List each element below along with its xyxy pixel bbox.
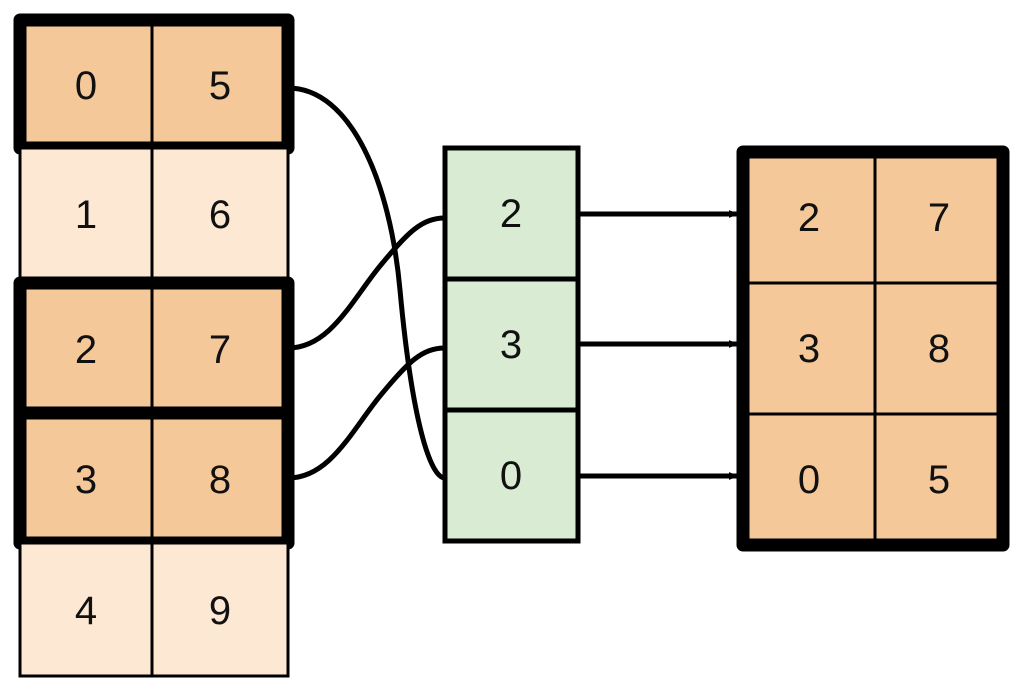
result-cell-0-1-label: 7	[928, 196, 950, 240]
result-cell-1-0-label: 3	[798, 327, 820, 371]
source-cell-1-1-label: 6	[209, 193, 231, 237]
index-cell-1[interactable]	[442, 276, 581, 413]
source-cell-3-0-label: 3	[75, 458, 97, 502]
source-cell-3-1[interactable]	[150, 411, 290, 545]
source-cell-0-0-label: 0	[75, 64, 97, 108]
source-row-4[interactable]: 4 9	[18, 541, 290, 678]
link-source-row-0-to-index-2	[285, 85, 448, 481]
result-table-border	[736, 145, 1010, 552]
source-row-0[interactable]: 0 5	[13, 13, 295, 155]
source-cell-4-1[interactable]	[150, 541, 290, 678]
source-row-3[interactable]: 3 8	[13, 406, 295, 550]
index-cell-0-label: 2	[500, 192, 522, 236]
result-table: 2 7 3 8 0 5	[736, 145, 1010, 552]
result-cell-2-0[interactable]	[741, 412, 877, 547]
index-column: 2 3 0	[442, 145, 581, 544]
link-source-row-2-to-index-0	[285, 215, 448, 351]
source-row-2[interactable]: 2 7	[13, 276, 295, 420]
source-cell-4-1-label: 9	[209, 589, 231, 633]
result-cell-2-1-label: 5	[928, 458, 950, 502]
index-cell-1-label: 3	[500, 323, 522, 367]
source-row-1[interactable]: 1 6	[18, 146, 290, 280]
source-cell-0-1-label: 5	[209, 64, 231, 108]
result-cell-2-0-label: 0	[798, 458, 820, 502]
source-cell-4-0[interactable]	[18, 541, 154, 678]
source-cell-3-1-label: 8	[209, 458, 231, 502]
source-cell-1-0-label: 1	[75, 193, 97, 237]
link-source-row-3-to-index-1	[285, 345, 448, 481]
result-cell-1-1-label: 8	[928, 327, 950, 371]
index-cell-2[interactable]	[442, 407, 581, 544]
source-cell-2-1-label: 7	[209, 328, 231, 372]
index-cell-2-label: 0	[500, 454, 522, 498]
result-cell-0-0-label: 2	[798, 196, 820, 240]
source-table: 0 5 1 6 2 7 3	[13, 13, 295, 678]
source-cell-4-0-label: 4	[75, 589, 97, 633]
source-cell-2-0-label: 2	[75, 328, 97, 372]
